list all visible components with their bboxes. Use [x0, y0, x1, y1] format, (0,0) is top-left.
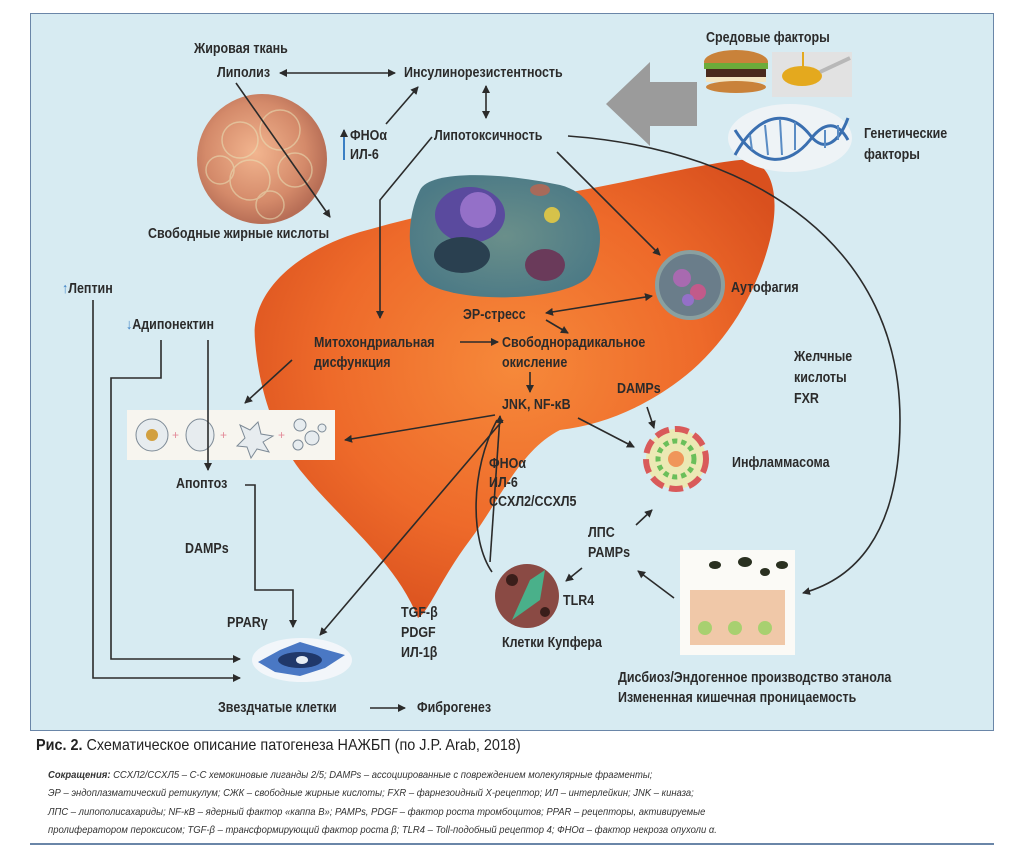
- arrow-pamps-kupffer: [565, 567, 583, 582]
- hepatocyte-cell-image: [409, 175, 600, 298]
- dna-icon: [728, 104, 852, 172]
- abbreviations-line-1: Сокращения: CCХЛ2/CCХЛ5 – C-C хемокиновы…: [48, 769, 653, 781]
- label-cytokines-2: ИЛ-6: [489, 475, 518, 491]
- arrow-jnk-apoptosis: [344, 414, 496, 443]
- label-fibrogenesis: Фиброгенез: [417, 700, 492, 716]
- arrow-adiponectin-stellate: [110, 340, 241, 663]
- apoptosis-cells-image: + + +: [127, 410, 335, 460]
- label-bile-2: кислоты: [794, 370, 847, 386]
- curve-lipotoxicity-intestine: [567, 135, 901, 595]
- arrow-jnk-stellate: [319, 419, 504, 636]
- arrow-kupffer-jnk: [489, 415, 504, 563]
- label-dysbiosis: Дисбиоз/Эндогенное производство этанола: [618, 670, 892, 686]
- down-arrow-icon: ↓: [126, 317, 133, 333]
- label-stellate-cells: Звездчатые клетки: [218, 700, 337, 716]
- label-apoptosis: Апоптоз: [176, 476, 228, 492]
- arrow-lipotoxicity-autophagy: [556, 151, 661, 256]
- label-free-fatty-acids: Свободные жирные кислоты: [148, 226, 330, 242]
- label-bile-3: FXR: [794, 391, 819, 407]
- arrow-jnk-inflammasome: [577, 417, 635, 448]
- arrow-intestine-pamps: [637, 570, 675, 599]
- abbreviations-line-4: пролифератором пероксисом; TGF-β – транс…: [48, 823, 717, 836]
- label-genetic-factors-2: факторы: [864, 147, 920, 163]
- burger-icon: [704, 50, 768, 93]
- label-free-radical-1: Свободнорадикальное: [502, 335, 646, 351]
- label-leptin: ↑Лептин: [62, 281, 113, 297]
- label-il6: ИЛ-6: [350, 147, 379, 163]
- stellate-cell-image: [252, 638, 352, 682]
- line-lipolysis-ffa: [235, 82, 331, 218]
- label-mito-1: Митохондриальная: [314, 335, 435, 351]
- label-lps: ЛПС: [588, 525, 615, 541]
- abbreviations-block: Сокращения: CCХЛ2/CCХЛ5 – C-C хемокиновы…: [48, 766, 717, 839]
- label-genetic-factors-1: Генетические: [864, 126, 948, 142]
- kupffer-cell-image: [495, 564, 559, 628]
- label-growth-1: TGF-β: [401, 605, 438, 621]
- label-lipotoxicity: Липотоксичность: [434, 128, 543, 144]
- label-cytokines-1: ФНОα: [489, 456, 527, 472]
- label-adiponectin: ↓Адипонектин: [126, 317, 214, 333]
- label-permeability: Измененная кишечная проницаемость: [618, 690, 857, 706]
- svg-text:+: +: [172, 428, 179, 442]
- bottom-divider: [30, 843, 994, 845]
- intestine-image: [680, 550, 795, 655]
- abbreviations-line-3: ЛПС – липополисахариды; NF-κB – ядерный …: [48, 805, 706, 818]
- label-inflammasome: Инфламмасома: [732, 455, 830, 471]
- label-jnk-nfkb: JNK, NF-κB: [502, 397, 571, 413]
- label-mito-2: дисфункция: [314, 355, 391, 371]
- arrow-pamps-inflammasome: [635, 509, 653, 526]
- adipose-tissue-image: [197, 94, 327, 224]
- figure-caption: Рис. 2. Схематическое описание патогенез…: [36, 737, 521, 754]
- inflammasome-image: [643, 426, 709, 492]
- label-free-radical-2: окисление: [502, 355, 568, 371]
- label-adipose-tissue: Жировая ткань: [194, 41, 288, 57]
- label-ppar-gamma: PPARγ: [227, 615, 268, 631]
- curve-kupffer-jnk: [475, 419, 498, 573]
- label-environmental-factors: Средовые факторы: [706, 30, 830, 46]
- environment-big-arrow: [606, 62, 697, 146]
- arrow-damps-inflammasome: [646, 406, 656, 429]
- arrow-leptin-stellate: [92, 300, 241, 682]
- label-damps-left: DAMPs: [185, 541, 229, 557]
- oil-spoon-icon: [772, 52, 852, 97]
- label-growth-3: ИЛ-1β: [401, 645, 438, 661]
- label-growth-2: PDGF: [401, 625, 436, 641]
- label-tlr4: TLR4: [563, 593, 595, 609]
- label-autophagy: Аутофагия: [731, 280, 799, 296]
- autophagosome-image: [655, 250, 725, 320]
- label-tnf-alpha: ФНОα: [350, 128, 388, 144]
- arrow-apoptosis-stellate: [245, 484, 297, 628]
- arrow-lipotoxicity-mito: [376, 136, 433, 319]
- label-bile-1: Желчные: [794, 349, 853, 365]
- svg-text:+: +: [278, 428, 285, 442]
- svg-text:+: +: [220, 428, 227, 442]
- arrow-tnf-insulin: [385, 86, 419, 125]
- label-lipolysis: Липолиз: [217, 65, 271, 81]
- arrow-mito-apoptosis: [244, 359, 293, 404]
- up-arrow-icon: ↑: [62, 281, 69, 297]
- arrow-er-autophagy: [545, 293, 653, 316]
- arrow-er-freeradical: [545, 319, 569, 334]
- abbreviations-line-2: ЭР – эндоплазматический ретикулум; СЖК –…: [48, 787, 694, 800]
- label-kupffer: Клетки Купфера: [502, 635, 602, 651]
- label-damps-right: DAMPs: [617, 381, 661, 397]
- liver-shape: [254, 159, 775, 618]
- label-insulin-resistance: Инсулинорезистентность: [404, 65, 563, 81]
- label-cytokines-3: CCХЛ2/CCХЛ5: [489, 494, 577, 510]
- label-pamps: PAMPs: [588, 545, 631, 561]
- label-er-stress: ЭР-стресс: [463, 307, 526, 323]
